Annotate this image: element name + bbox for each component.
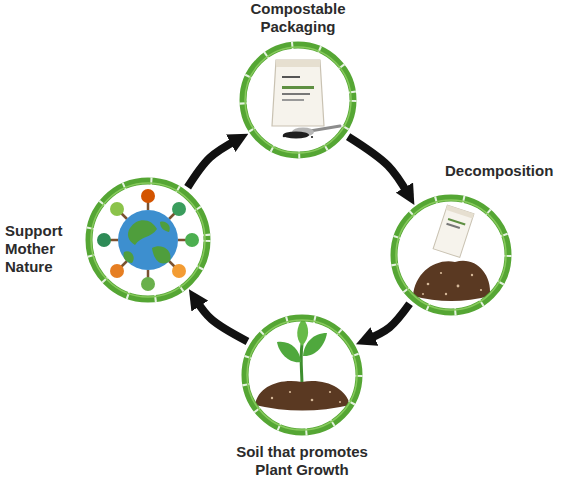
ring-outline: [238, 40, 358, 160]
sprout-leaf: [297, 318, 308, 346]
soil-speck: [427, 283, 430, 286]
ring-highlight: [245, 47, 351, 153]
pouch-mark: [446, 223, 460, 229]
ring-gap: [245, 318, 359, 432]
tree-trunks: [110, 202, 186, 278]
powder-grain: [311, 136, 313, 138]
cycle-arrow: [195, 299, 247, 341]
ring-gap: [394, 198, 508, 312]
cycle-arrow: [348, 137, 408, 195]
tree-crown: [110, 264, 124, 278]
soil-speck: [422, 293, 424, 295]
cycle-step-circle: Soil that promotes Plant Growth: [240, 313, 364, 437]
sprout-leaf: [277, 342, 301, 363]
tree-crown: [141, 277, 155, 291]
cycle-arrow: [188, 139, 238, 187]
ring-outline: [389, 193, 513, 317]
globe-land: [152, 246, 171, 263]
pouch-mark: [282, 86, 314, 89]
soil-speck: [289, 391, 291, 393]
step-label-box: Decomposition: [445, 162, 567, 180]
tree-trunk: [178, 239, 186, 242]
soil-mound: [255, 381, 350, 411]
cycle-step-circle: Compostable Packaging: [238, 40, 358, 160]
tree-crown: [172, 202, 186, 216]
pouch-mark: [282, 99, 304, 101]
step-label: Soil that promotes Plant Growth: [222, 443, 382, 479]
ring-highlight: [247, 320, 357, 430]
soil-mound: [413, 261, 490, 301]
ring-stroke: [89, 181, 207, 299]
cycle-step-circle: Decomposition: [389, 193, 513, 317]
tree-trunk: [110, 239, 118, 242]
ring-stroke: [394, 198, 508, 312]
pouch-mark: [282, 76, 300, 78]
ring-highlight: [91, 183, 205, 297]
tree-trunk: [147, 270, 150, 278]
tree-crown: [97, 233, 111, 247]
ring-outline: [84, 176, 212, 304]
pouch-mark: [282, 93, 310, 95]
cycle-step-circle: Support Mother Nature: [84, 176, 212, 304]
globe-land: [128, 220, 157, 245]
sprout-stem: [300, 344, 304, 386]
soil-speck: [311, 399, 314, 402]
ring-outline: [240, 313, 364, 437]
tree-crown: [110, 202, 124, 216]
decomposition-illustration: [413, 205, 490, 301]
scoop-handle: [310, 126, 340, 131]
step-label: Compostable Packaging: [228, 0, 368, 36]
soil-speck: [445, 293, 447, 295]
globe-land: [160, 222, 170, 232]
pouch-illustration: [433, 205, 474, 257]
step-label: Support Mother Nature: [5, 222, 77, 276]
globe-illustration: [97, 189, 199, 291]
tree-crown: [185, 233, 199, 247]
pouch-body: [433, 205, 474, 257]
cycle-arrow: [367, 304, 410, 340]
soil-speck: [457, 285, 460, 288]
ring-highlight: [396, 200, 506, 310]
tree-crown: [172, 264, 186, 278]
soil-speck: [329, 391, 331, 393]
ring-stroke: [245, 318, 359, 432]
tree-trunk: [147, 202, 150, 210]
step-label-box: Compostable Packaging: [228, 0, 368, 36]
tree-crown: [141, 189, 155, 203]
pouch-seal: [446, 205, 474, 218]
soil-speck: [440, 272, 442, 274]
step-label-box: Soil that promotes Plant Growth: [222, 443, 382, 479]
soil-speck: [271, 397, 273, 399]
globe-ocean: [118, 210, 178, 270]
soil-speck: [480, 289, 482, 291]
step-label-box: Support Mother Nature: [5, 222, 77, 276]
ring-gap: [243, 45, 353, 155]
ring-stroke: [243, 45, 353, 155]
pouch-illustration: [272, 60, 340, 139]
step-label: Decomposition: [445, 162, 567, 180]
globe-land: [123, 251, 133, 263]
powder-grain: [283, 135, 286, 138]
pouch-seal: [276, 60, 320, 67]
soil-speck: [339, 401, 341, 403]
powder-pile: [283, 132, 309, 139]
soil-speck: [471, 274, 473, 276]
ring-gap: [89, 181, 207, 299]
pouch-body: [272, 60, 324, 126]
